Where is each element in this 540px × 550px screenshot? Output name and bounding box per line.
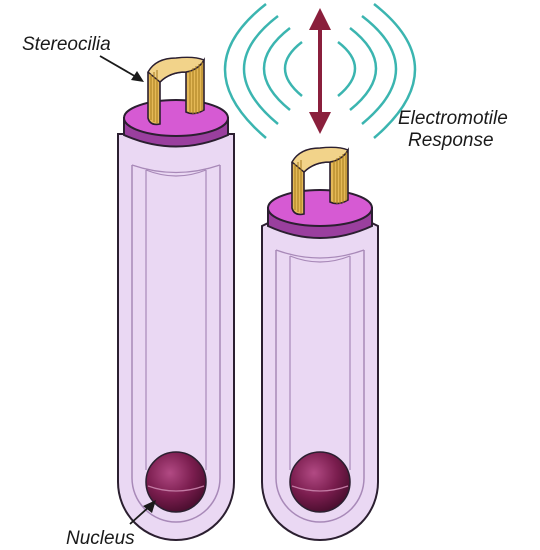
stereocilia-label: Stereocilia: [22, 34, 111, 55]
left-cap-top: [124, 100, 228, 136]
left-hair-cell: [118, 57, 234, 540]
electromotile-label: Electromotile: [398, 108, 508, 129]
response-label: Response: [408, 130, 494, 151]
stereocilia-pointer: [100, 56, 144, 82]
right-cap-top: [268, 190, 372, 226]
nucleus-label: Nucleus: [66, 528, 135, 549]
right-hair-cell: [262, 147, 378, 540]
right-nucleus: [290, 452, 350, 512]
double-arrow-icon: [309, 8, 331, 134]
